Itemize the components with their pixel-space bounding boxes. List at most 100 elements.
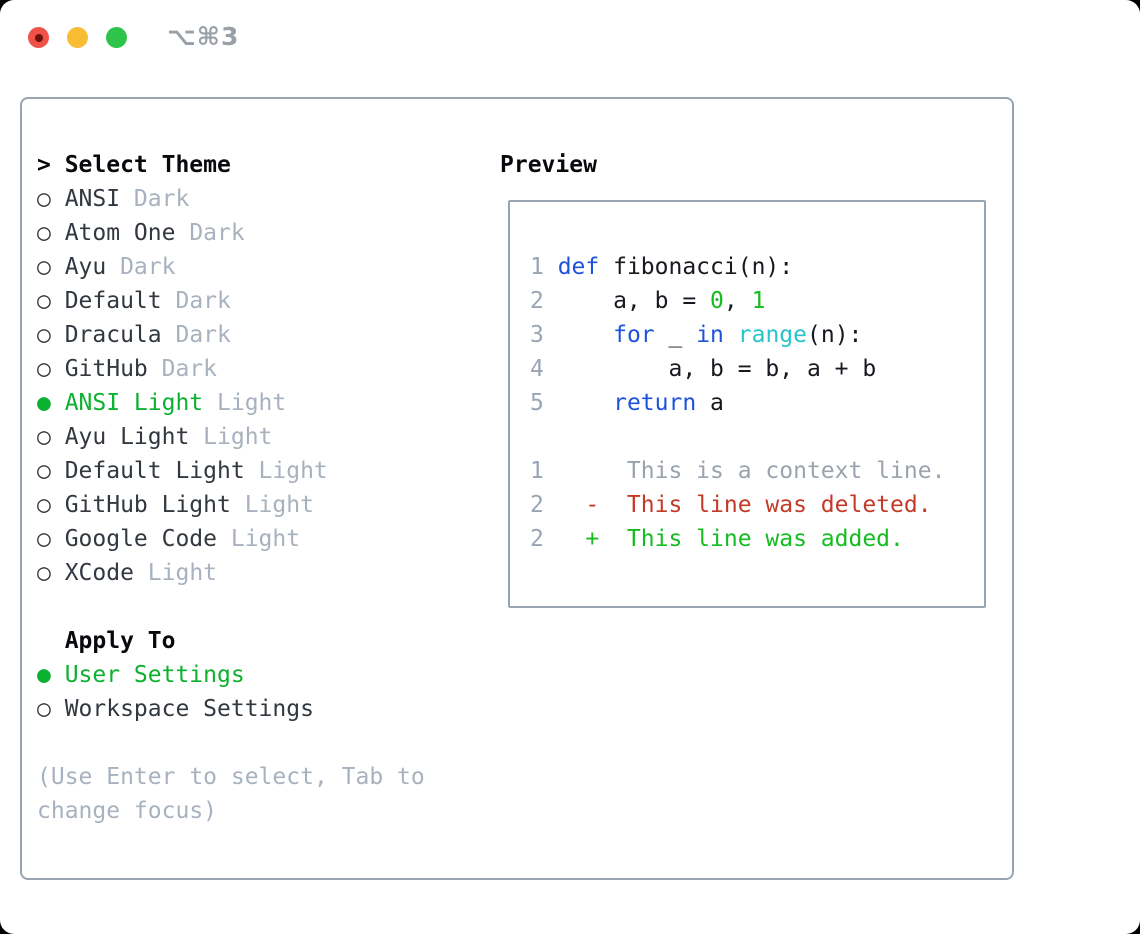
radio-icon: ○: [37, 220, 51, 246]
code-segment-plain: [724, 322, 738, 348]
code-segment-plain: (n):: [807, 322, 863, 348]
apply-option-workspace-settings[interactable]: ○ Workspace Settings: [37, 692, 314, 726]
theme-variant-label: Light: [258, 458, 328, 484]
theme-name: GitHub Light: [64, 492, 231, 518]
preview-heading: Preview: [500, 152, 597, 178]
theme-name: GitHub: [64, 356, 148, 382]
radio-icon: ○: [37, 458, 51, 484]
apply-to-title: Apply To: [64, 628, 176, 654]
theme-option-dracula-dark[interactable]: ○ Dracula Dark: [37, 318, 328, 352]
theme-name: Google Code: [64, 526, 218, 552]
radio-selected-icon: ●: [37, 662, 51, 688]
line-number: 2: [530, 492, 544, 518]
code-segment-keyword: def: [557, 254, 600, 280]
code-segment-plain: [544, 492, 586, 518]
code-segment-plain: [544, 390, 613, 416]
radio-icon: ○: [37, 492, 51, 518]
radio-icon: ○: [37, 186, 51, 212]
code-segment-number: 0: [710, 288, 724, 314]
theme-variant-label: Light: [217, 390, 287, 416]
theme-name: XCode: [64, 560, 134, 586]
theme-variant-label: Light: [203, 424, 273, 450]
theme-variant-label: Dark: [175, 322, 231, 348]
theme-list-header: > Select Theme: [37, 148, 328, 182]
theme-variant-label: Dark: [161, 356, 218, 382]
theme-option-ayu-light-light[interactable]: ○ Ayu Light Light: [37, 420, 328, 454]
line-number: 3: [530, 322, 544, 348]
code-segment-context: This is a context line.: [543, 458, 946, 484]
theme-option-github-dark[interactable]: ○ GitHub Dark: [37, 352, 328, 386]
window-title-shortcut: ⌥⌘3: [167, 22, 240, 51]
theme-option-default-dark[interactable]: ○ Default Dark: [37, 284, 328, 318]
code-segment-plain: a, b =: [543, 288, 711, 314]
apply-to-header: Apply To: [37, 624, 314, 658]
line-number: 4: [530, 356, 544, 382]
preview-code-line: 5 return a: [530, 386, 984, 420]
radio-icon: ○: [37, 424, 51, 450]
radio-icon: ○: [37, 322, 51, 348]
apply-option-user-settings[interactable]: ●User Settings: [37, 658, 314, 692]
radio-icon: ○: [37, 288, 51, 314]
radio-icon: ○: [37, 254, 51, 280]
theme-name: Dracula: [64, 322, 162, 348]
theme-list-title: Select Theme: [64, 152, 231, 178]
radio-icon: ○: [37, 560, 51, 586]
theme-option-xcode-light[interactable]: ○ XCode Light: [37, 556, 328, 590]
code-segment-plain: _: [654, 322, 697, 348]
theme-option-ayu-dark[interactable]: ○ Ayu Dark: [37, 250, 328, 284]
line-number: 2: [530, 288, 544, 314]
theme-name: Default: [64, 288, 162, 314]
code-segment-plain: fibonacci(n):: [599, 254, 794, 280]
tui-panel: [20, 97, 1014, 880]
radio-selected-icon: ●: [37, 390, 51, 416]
preview-code-line: 2 + This line was added.: [530, 522, 984, 556]
code-segment-keyword: return: [613, 390, 697, 416]
code-segment-plain: [544, 254, 558, 280]
code-segment-deleted: - This line was deleted.: [585, 492, 932, 518]
theme-variant-label: Dark: [120, 254, 176, 280]
theme-variant-label: Dark: [175, 288, 231, 314]
code-segment-plain: [544, 526, 586, 552]
titlebar: ⌥⌘3: [0, 0, 1140, 70]
theme-variant-label: Dark: [189, 220, 245, 246]
theme-variant-label: Light: [147, 560, 218, 586]
theme-name: Default Light: [64, 458, 245, 484]
radio-icon: ○: [37, 696, 51, 722]
minimize-button[interactable]: [67, 27, 88, 48]
code-segment-keyword: in: [696, 322, 724, 348]
preview-code-line: 2 a, b = 0, 1: [530, 284, 984, 318]
close-active-dot-icon: [34, 33, 43, 42]
preview-code-line: 4 a, b = b, a + b: [530, 352, 984, 386]
apply-option-label: Workspace Settings: [64, 696, 314, 722]
apply-to-section: Apply To ●User Settings ○ Workspace Setting…: [37, 624, 314, 726]
line-number: 5: [530, 390, 544, 416]
theme-variant-label: Light: [230, 526, 301, 552]
theme-name: Ayu Light: [64, 424, 190, 450]
theme-option-ansi-light-light[interactable]: ● ANSI Light Light: [37, 386, 328, 420]
code-segment-builtin: range: [737, 322, 807, 348]
code-segment-added: + This line was added.: [585, 526, 904, 552]
theme-variant-label: Light: [244, 492, 314, 518]
theme-name: Ayu: [64, 254, 107, 280]
theme-option-github-light-light[interactable]: ○ GitHub Light Light: [37, 488, 328, 522]
preview-code-line: 1 This is a context line.: [530, 454, 984, 488]
theme-option-default-light-light[interactable]: ○ Default Light Light: [37, 454, 328, 488]
theme-name: ANSI Light: [64, 390, 204, 416]
code-segment-plain: a, b = b, a + b: [543, 356, 877, 382]
code-segment-keyword: for: [613, 322, 655, 348]
preview-code-line: 3 for _ in range(n):: [530, 318, 984, 352]
zoom-button[interactable]: [106, 27, 127, 48]
line-number: 1: [530, 458, 544, 484]
close-button[interactable]: [28, 27, 49, 48]
radio-icon: ○: [37, 356, 51, 382]
help-text: (Use Enter to select, Tab to change focu…: [37, 764, 425, 824]
code-segment-plain: ,: [723, 288, 752, 314]
line-number: 2: [530, 526, 544, 552]
focus-caret-icon: >: [37, 152, 51, 178]
